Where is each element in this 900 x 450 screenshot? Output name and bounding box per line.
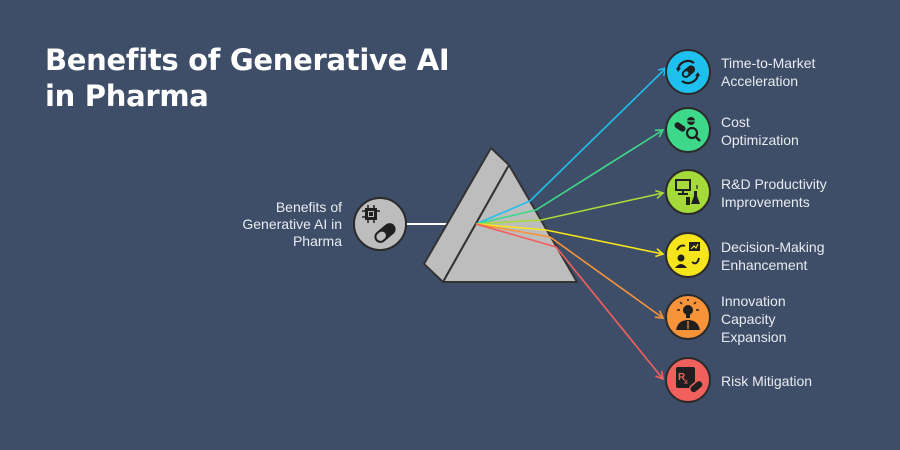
- label-line: Enhancement: [721, 257, 808, 273]
- benefit-node-cost: [665, 107, 711, 153]
- label-line: Expansion: [721, 329, 787, 345]
- label-line: Risk Mitigation: [721, 373, 813, 389]
- pills-magnifier-icon: [674, 117, 701, 142]
- benefit-label-cost: Cost Optimization: [721, 113, 891, 149]
- person-chart-icon: [675, 242, 700, 268]
- label-line: R&D Productivity: [721, 176, 827, 192]
- lightbulb-person-icon: [676, 299, 700, 330]
- ray-risk: [475, 223, 665, 381]
- chip-pill-icon: [362, 205, 396, 243]
- label-line: Optimization: [721, 132, 799, 148]
- benefit-label-rnd: R&D Productivity Improvements: [721, 175, 891, 211]
- prism: [423, 147, 578, 283]
- ray-decision: [475, 223, 665, 258]
- source-node: [353, 197, 407, 251]
- computer-lab-icon: [675, 179, 700, 205]
- label-line: Time-to-Market: [721, 55, 816, 71]
- benefit-label-risk: Risk Mitigation: [721, 372, 891, 390]
- ray-cost: [475, 129, 665, 225]
- source-label: Benefits of Generative AI in Pharma: [220, 199, 342, 250]
- label-line: Cost: [721, 114, 750, 130]
- benefit-node-risk: R x: [665, 357, 711, 403]
- ray-time-to-market: [475, 66, 668, 225]
- ray-rnd: [475, 189, 665, 225]
- benefit-node-decision: [665, 232, 711, 278]
- source-label-line: Benefits of: [275, 199, 342, 215]
- label-line: Capacity: [721, 311, 776, 327]
- svg-text:x: x: [684, 379, 688, 386]
- title-line-2: in Pharma: [45, 79, 209, 113]
- page-title: Benefits of Generative AI in Pharma: [45, 42, 465, 114]
- benefit-node-time-to-market: [665, 49, 711, 95]
- prescription-pill-icon: R x: [676, 367, 704, 394]
- benefit-label-time-to-market: Time-to-Market Acceleration: [721, 54, 891, 90]
- label-line: Innovation: [721, 293, 786, 309]
- benefit-label-decision: Decision-Making Enhancement: [721, 238, 891, 274]
- title-line-1: Benefits of Generative AI: [45, 43, 450, 77]
- benefit-node-innovation: [665, 294, 711, 340]
- label-line: Acceleration: [721, 73, 799, 89]
- source-label-line: Pharma: [292, 233, 342, 249]
- refresh-pill-icon: [676, 59, 700, 85]
- label-line: Decision-Making: [721, 239, 825, 255]
- benefit-node-rnd: [665, 169, 711, 215]
- label-line: Improvements: [721, 194, 810, 210]
- benefit-label-innovation: Innovation Capacity Expansion: [721, 292, 891, 346]
- svg-text:R: R: [678, 372, 686, 383]
- source-label-line: Generative AI in: [242, 216, 342, 232]
- ray-innovation: [475, 223, 665, 319]
